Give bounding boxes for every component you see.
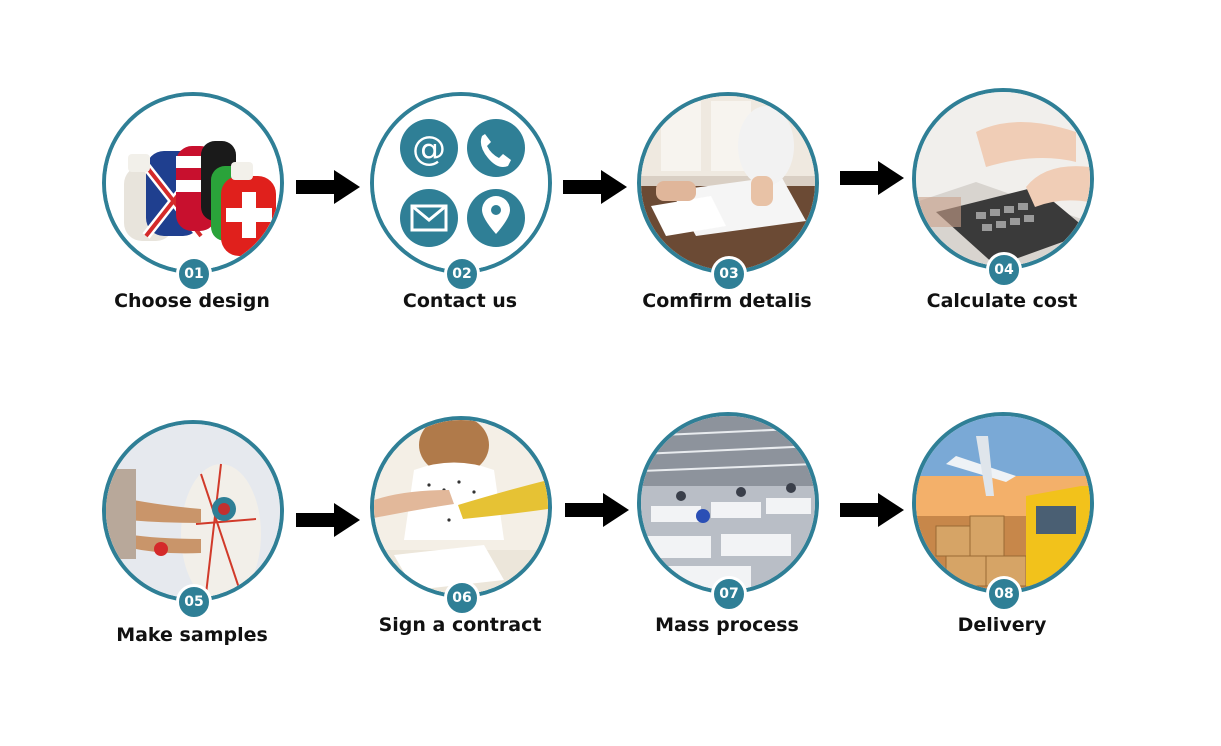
step-label: Sign a contract — [378, 614, 542, 636]
step-04: 04 Calculate cost — [872, 88, 1132, 328]
factory-floor-image — [637, 412, 819, 594]
step-label: Delivery — [957, 614, 1047, 636]
step-06: 06 Sign a contract — [330, 416, 590, 656]
step-label: Calculate cost — [926, 290, 1078, 312]
phone-icon — [480, 134, 511, 167]
contact-icons-image: @ — [370, 92, 552, 274]
step-label: Make samples — [116, 624, 268, 646]
calculator-image — [912, 88, 1094, 270]
step-number-badge: 01 — [176, 256, 212, 292]
at-sign-icon: @ — [412, 129, 446, 169]
step-number-badge: 07 — [711, 576, 747, 612]
step-label: Comfirm detalis — [642, 290, 812, 312]
step-label: Contact us — [402, 290, 518, 312]
step-label: Mass process — [655, 614, 799, 636]
step-label: Choose design — [114, 290, 270, 312]
step-05: 05 Make samples — [62, 420, 322, 660]
arrow-right-icon — [840, 161, 904, 195]
envelope-icon — [410, 204, 448, 232]
step-number-badge: 06 — [444, 580, 480, 616]
step-08: 08 Delivery — [872, 412, 1132, 652]
step-number-badge: 08 — [986, 576, 1022, 612]
step-03: 03 Comfirm detalis — [597, 92, 857, 332]
step-07: 07 Mass process — [597, 412, 857, 652]
step-02: @ 02 Contact us — [330, 92, 590, 332]
signing-documents-image — [637, 92, 819, 274]
plane-truck-boxes-image — [912, 412, 1094, 594]
step-01: 01 Choose design — [62, 92, 322, 332]
arrow-right-icon — [565, 493, 629, 527]
arrow-right-icon — [296, 170, 360, 204]
hot-water-bottles-image — [102, 92, 284, 274]
handshake-image — [370, 416, 552, 598]
tailor-mannequin-image — [102, 420, 284, 602]
step-number-badge: 02 — [444, 256, 480, 292]
arrow-right-icon — [296, 503, 360, 537]
step-number-badge: 03 — [711, 256, 747, 292]
step-number-badge: 05 — [176, 584, 212, 620]
arrow-right-icon — [840, 493, 904, 527]
step-number-badge: 04 — [986, 252, 1022, 288]
arrow-right-icon — [563, 170, 627, 204]
